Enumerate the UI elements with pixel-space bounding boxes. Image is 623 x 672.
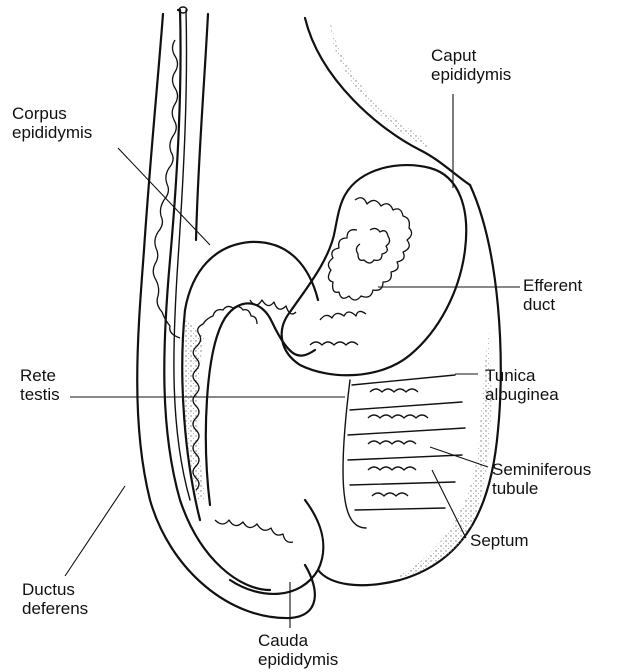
label-tunica-albuginea: Tunica albuginea [485,366,559,404]
label-corpus-epididymis: Corpus epididymis [12,104,92,142]
leader-septum [432,470,466,538]
testis-body [305,18,501,585]
leader-ductus [65,486,125,576]
label-cauda-epididymis: Cauda epididymis [258,631,338,669]
caput-epididymis [282,165,467,375]
leader-corpus [118,148,210,245]
label-efferent-duct: Efferent duct [523,276,582,314]
label-seminiferous-tubule: Seminiferous tubule [492,460,591,498]
label-ductus-deferens: Ductus deferens [22,580,88,618]
seminiferous-lobules [348,375,465,510]
label-septum: Septum [470,531,529,550]
label-caput-epididymis: Caput epididymis [431,46,511,84]
spermatic-cord [137,7,315,618]
label-rete-testis: Rete testis [20,366,60,404]
